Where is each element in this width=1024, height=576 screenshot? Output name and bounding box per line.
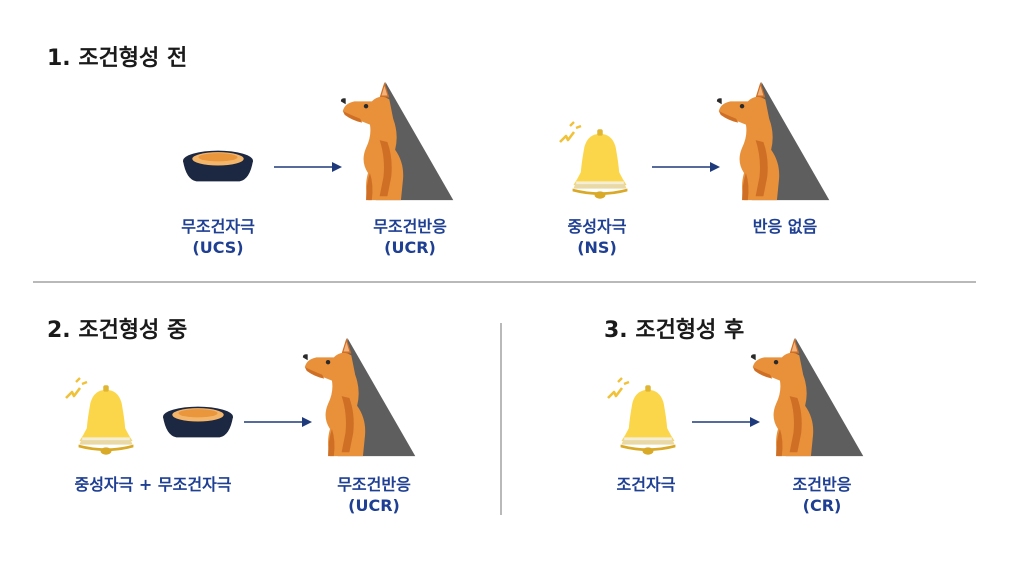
arrow-icon <box>244 417 312 427</box>
ucr-label: 무조건반응(UCR) <box>373 217 447 257</box>
dog-icon <box>716 80 834 206</box>
dog-icon <box>302 336 420 462</box>
bell-icon <box>568 128 632 200</box>
bell-icon <box>74 384 138 456</box>
section3-title: 3. 조건형성 후 <box>604 318 745 343</box>
arrow-icon <box>652 162 720 172</box>
dog-icon <box>750 336 868 462</box>
dog-icon <box>340 80 458 206</box>
section1-title: 1. 조건형성 전 <box>47 46 188 71</box>
section-divider <box>33 281 976 283</box>
ns-label: 중성자극(NS) <box>567 217 627 257</box>
no-response-label: 반응 없음 <box>752 217 818 236</box>
cr-label: 조건반응(CR) <box>792 475 852 515</box>
section2-title: 2. 조건형성 중 <box>47 318 188 343</box>
bell-icon <box>616 384 680 456</box>
arrow-icon <box>692 417 760 427</box>
food-bowl-icon <box>182 148 254 184</box>
food-bowl-icon <box>162 404 234 440</box>
ucr-label: 무조건반응(UCR) <box>337 475 411 515</box>
pair-label: 중성자극 + 무조건자극 <box>74 475 232 494</box>
section-divider-vertical <box>500 323 502 515</box>
ucs-label: 무조건자극(UCS) <box>181 217 255 257</box>
arrow-icon <box>274 162 342 172</box>
cs-label: 조건자극 <box>616 475 676 494</box>
